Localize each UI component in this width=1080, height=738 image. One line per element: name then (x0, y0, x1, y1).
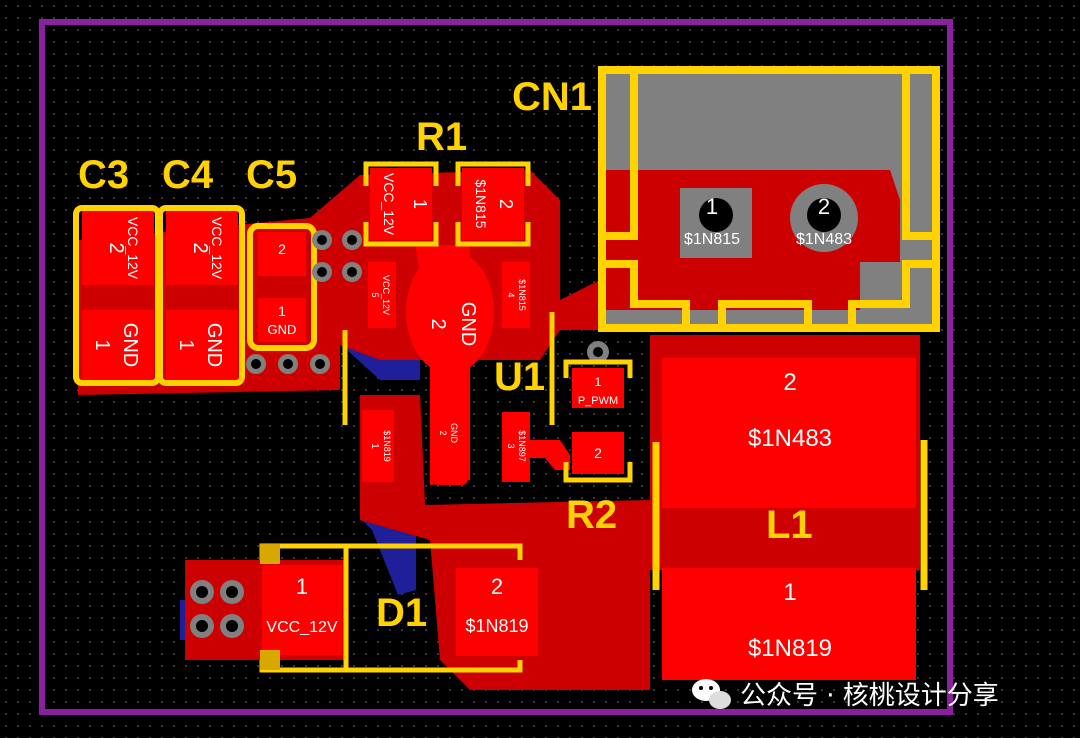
c4-designator: C4 (162, 153, 214, 197)
u1-designator: U1 (494, 355, 545, 399)
r1-designator: R1 (416, 115, 467, 159)
u1-pad3-net: $1N897 (517, 430, 527, 462)
r2-pad1-net: P_PWM (578, 395, 618, 407)
l1-designator: L1 (766, 503, 813, 547)
c5-pad-1[interactable] (258, 298, 306, 342)
r1-pad2-num: 2 (496, 199, 516, 209)
wechat-icon (692, 679, 731, 709)
u1-pad-1[interactable] (362, 410, 394, 482)
l1-pad2-net: $1N483 (748, 425, 832, 452)
cn1-silk (598, 66, 940, 332)
r2-pad-2[interactable] (572, 432, 624, 474)
r1-pad2-net: $1N815 (473, 179, 489, 228)
d1-marker-top (260, 544, 280, 564)
cn1-pad2-num: 2 (818, 194, 830, 219)
c5-pad1-net: GND (268, 322, 297, 337)
c3-pad1-num: 1 (91, 339, 113, 350)
c5-pad-2[interactable] (258, 232, 306, 276)
cn1-pad2-net: $1N483 (796, 231, 852, 248)
cn1-designator: CN1 (512, 75, 592, 119)
c4-pad1-num: 1 (175, 339, 197, 350)
u1-pad4-num: 4 (506, 292, 516, 297)
l1-pad-2[interactable] (662, 358, 916, 508)
c4-silk (157, 205, 245, 386)
c5-pad1-num: 1 (278, 303, 286, 319)
u1-gnd-num: 2 (427, 318, 449, 329)
u1-pad3-num: 3 (506, 443, 516, 448)
r2-silk (563, 359, 633, 483)
c4-pad-2[interactable] (166, 210, 238, 285)
watermark-text: 公众号 · 核桃设计分享 (740, 681, 999, 711)
d1-pad1-num: 1 (296, 574, 308, 599)
d1-pad2-net: $1N819 (465, 616, 528, 636)
c4-pad-1[interactable] (166, 310, 238, 385)
r1-pad-1[interactable] (370, 168, 432, 240)
u1-gnd-small-net: GND (449, 423, 459, 444)
u1-gnd-tab[interactable] (406, 250, 494, 374)
l1-pad2-num: 2 (783, 369, 796, 396)
r2-pad2-num: 2 (594, 445, 602, 461)
c5-silk (247, 223, 317, 351)
u1-pad-4[interactable] (502, 262, 530, 328)
via-cluster (246, 230, 362, 374)
d1-pad-2[interactable] (456, 568, 538, 656)
r2-pad1-num: 1 (595, 375, 602, 389)
u1-pad-3[interactable] (502, 412, 530, 482)
c3-pad1-net: GND (119, 323, 141, 367)
r2-designator: R2 (566, 493, 617, 537)
cn1-pad1-num: 1 (706, 194, 718, 219)
u1-gnd-net: GND (457, 302, 479, 346)
c3-pad2-num: 2 (105, 242, 127, 253)
cn1-pad-2-hole (807, 198, 841, 232)
r1-pad1-net: VCC_12V (381, 173, 397, 236)
u1-pad5-num: 5 (370, 292, 380, 297)
board-outline (39, 19, 953, 715)
c3-pad-2[interactable] (82, 210, 154, 285)
c4-pad2-net: VCC_12V (209, 217, 225, 280)
r1-silk (363, 161, 531, 247)
d1-pad1-net: VCC_12V (266, 619, 337, 636)
u1-pad4-net: $1N815 (517, 279, 527, 311)
u1-pad5-net: VCC_12V (381, 275, 391, 315)
u1-pad1-num: 1 (369, 443, 380, 449)
d1-pad2-num: 2 (491, 574, 503, 599)
d1-marker-bottom (260, 650, 280, 670)
u1-pad-5[interactable] (368, 262, 396, 328)
via-r2-hole (593, 347, 603, 357)
l1-pad-1[interactable] (662, 568, 916, 680)
c3-pad-1[interactable] (82, 310, 154, 385)
cn1-pad-1-hole (699, 198, 733, 232)
d1-pad-1[interactable] (262, 565, 342, 655)
u1-gnd-pad-small[interactable] (432, 395, 468, 485)
c3-designator: C3 (78, 153, 129, 197)
l1-pad1-net: $1N819 (748, 635, 832, 662)
r1-pad-2[interactable] (462, 168, 524, 240)
l1-pad1-num: 1 (783, 579, 796, 606)
u1-gnd-small-num: 2 (438, 430, 448, 435)
c5-designator: C5 (246, 153, 297, 197)
c3-pad2-net: VCC_12V (125, 217, 141, 280)
d1-designator: D1 (376, 591, 427, 635)
r1-pad1-num: 1 (410, 199, 430, 209)
c5-pad2-num: 2 (278, 241, 286, 257)
cn1-pad1-net: $1N815 (684, 231, 740, 248)
u1-pad1-net: $1N819 (382, 430, 392, 462)
d1-vias (190, 580, 244, 638)
c4-pad1-net: GND (203, 323, 225, 367)
r2-pad-1[interactable] (572, 368, 624, 408)
c4-pad2-num: 2 (189, 242, 211, 253)
